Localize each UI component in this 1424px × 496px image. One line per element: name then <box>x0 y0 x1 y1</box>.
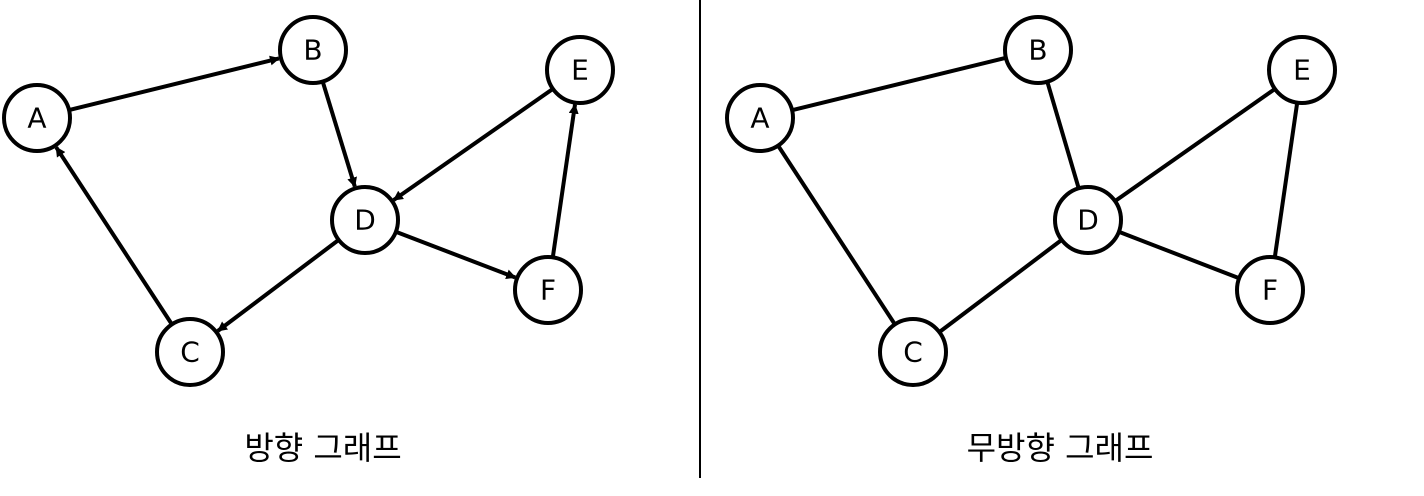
directed-node-c-label: C <box>180 336 200 369</box>
directed-edge-d-f <box>395 229 517 280</box>
directed-node-a-label: A <box>27 102 46 135</box>
undirected-graph-panel: A B C D E F 무방향 그래프 <box>725 15 1337 467</box>
undirected-node-b-label: B <box>1028 34 1047 67</box>
directed-node-d-circle <box>330 185 400 255</box>
undirected-node-d-circle <box>1053 185 1123 255</box>
undirected-node-e-label: E <box>1293 54 1311 87</box>
directed-edge-a-b <box>68 55 280 113</box>
directed-edge-e-d <box>392 87 555 202</box>
directed-node-f-circle <box>513 255 583 325</box>
undirected-node-e-circle <box>1267 35 1337 105</box>
undirected-node-f-label: F <box>1262 274 1278 307</box>
undirected-edge-a-b <box>791 55 1007 113</box>
undirected-node-d-label: D <box>1077 204 1099 237</box>
directed-node-e: E <box>545 35 615 105</box>
directed-node-b-label: B <box>303 34 322 67</box>
undirected-node-c: C <box>878 317 948 387</box>
directed-node-b-circle <box>278 15 348 85</box>
directed-edge-c-a <box>54 146 174 326</box>
directed-node-a-circle <box>2 83 72 153</box>
undirected-edge-e-f <box>1272 102 1300 258</box>
directed-node-f: F <box>513 255 583 325</box>
undirected-node-b-circle <box>1003 15 1073 85</box>
directed-node-d: D <box>330 185 400 255</box>
directed-node-c-circle <box>155 317 225 387</box>
directed-node-a: A <box>2 83 72 153</box>
undirected-edge-d-f <box>1118 229 1240 281</box>
directed-graph-edges <box>54 55 579 333</box>
undirected-edge-a-c <box>776 144 897 326</box>
undirected-edge-d-c <box>938 238 1063 334</box>
directed-node-e-circle <box>545 35 615 105</box>
directed-edge-b-d <box>320 81 357 188</box>
directed-node-f-label: F <box>540 274 556 307</box>
directed-node-b: B <box>278 15 348 85</box>
directed-graph-panel: A B C D E F 방향 그래프 <box>2 15 615 467</box>
undirected-node-c-circle <box>878 317 948 387</box>
directed-edge-d-c <box>216 238 340 333</box>
undirected-node-a-label: A <box>750 102 769 135</box>
undirected-graph-nodes: A B C D E F <box>725 15 1337 387</box>
undirected-graph-caption: 무방향 그래프 <box>967 429 1154 467</box>
undirected-node-f: F <box>1235 255 1305 325</box>
undirected-node-a-circle <box>725 83 795 153</box>
undirected-node-a: A <box>725 83 795 153</box>
undirected-graph-edges <box>776 55 1300 334</box>
undirected-node-c-label: C <box>903 336 923 369</box>
directed-node-d-label: D <box>354 204 376 237</box>
undirected-edge-b-d <box>1045 81 1081 189</box>
directed-edge-f-e <box>550 103 579 258</box>
undirected-node-f-circle <box>1235 255 1305 325</box>
directed-graph-caption: 방향 그래프 <box>244 429 401 467</box>
undirected-node-e: E <box>1267 35 1337 105</box>
undirected-node-b: B <box>1003 15 1073 85</box>
directed-node-c: C <box>155 317 225 387</box>
directed-graph-nodes: A B C D E F <box>2 15 615 387</box>
undirected-edge-d-e <box>1113 87 1277 203</box>
undirected-node-d: D <box>1053 185 1123 255</box>
directed-node-e-label: E <box>571 54 589 87</box>
